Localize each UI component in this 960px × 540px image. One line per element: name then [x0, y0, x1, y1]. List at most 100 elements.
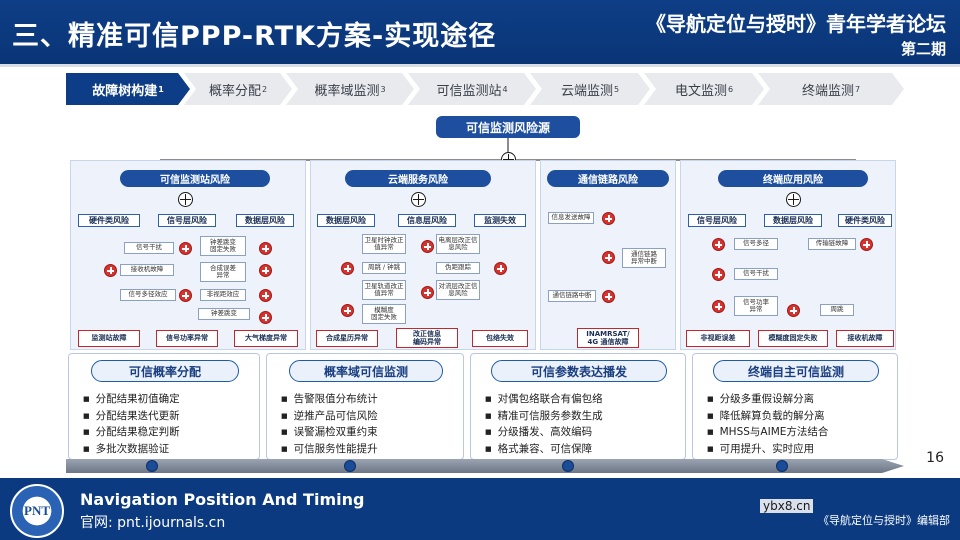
list-item: 可用提升、实时应用 — [707, 442, 828, 459]
list-item: 分级多重假设解分离 — [707, 392, 828, 409]
card-list: 告警限值分布统计 逆推产品可信风险 误警漏检双重约束 可信服务性能提升 — [281, 392, 378, 458]
leaf-comm-fault: INAMRSAT/ 4G 通信故障 — [577, 328, 639, 348]
event-cycle-slip: 钟差跳变 — [198, 308, 250, 320]
tab-label: 云端监测 — [560, 83, 613, 99]
panel-terminal — [680, 160, 896, 350]
leaf-synthetic-ephemeris: 合成星历异常 — [316, 330, 378, 347]
or-gate-icon — [179, 242, 192, 255]
event-orbit-correction: 卫星轨道改正值异常 — [362, 280, 406, 300]
leaf-nlos-error: 非视距误差 — [686, 330, 750, 347]
list-item: 分配结果迭代更新 — [83, 409, 180, 426]
timeline-dot — [146, 460, 158, 472]
or-gate-icon — [259, 264, 272, 277]
event-link-interrupt: 通信链路 异常中断 — [622, 248, 666, 268]
timeline-dot — [776, 460, 788, 472]
or-gate-icon — [259, 242, 272, 255]
node-signal-risk: 信号层风险 — [158, 214, 216, 227]
tab-number: 6 — [727, 84, 734, 94]
or-gate-icon — [494, 262, 507, 275]
panel-cloud — [310, 160, 536, 350]
leaf-station-fault: 监测站故障 — [78, 330, 140, 347]
list-item: 可信服务性能提升 — [281, 442, 378, 459]
or-gate-icon — [602, 212, 615, 225]
card-list: 分级多重假设解分离 降低解算负载的解分离 MHSS与AIME方法结合 可用提升、… — [707, 392, 829, 459]
event-receiver-fault: 接收机故障 — [120, 264, 174, 276]
event-ambiguity-fail: 钟差跳变 固定失败 — [200, 236, 246, 256]
list-item: 格式兼容、可信保障 — [485, 442, 603, 459]
list-item: 多批次数据验证 — [83, 442, 180, 459]
and-gate-icon — [786, 192, 801, 207]
timeline-dot — [562, 460, 574, 472]
tab-number: 2 — [261, 84, 268, 94]
tab-number: 3 — [380, 84, 386, 94]
card-terminal-monitoring: 终端自主可信监测 分级多重假设解分离 降低解算负载的解分离 MHSS与AIME方… — [692, 353, 898, 460]
list-item: 告警限值分布统计 — [281, 392, 378, 409]
node-monitor-failure: 监测失效 — [474, 214, 526, 227]
timeline-arrow — [66, 459, 904, 473]
event-cycle-slip: 周跳 / 钟跳 — [362, 262, 406, 274]
root-risk-source: 可信监测风险源 — [436, 116, 580, 138]
leaf-envelope-failure: 包络失效 — [472, 330, 528, 347]
list-item: 误警漏检双重约束 — [281, 425, 378, 442]
event-transmission-fault: 传输链故障 — [808, 238, 856, 250]
pnt-logo-text: PNT — [24, 503, 50, 518]
category-terminal-risk: 终端应用风险 — [718, 170, 868, 187]
pnt-logo — [10, 484, 64, 538]
or-gate-icon — [860, 238, 873, 251]
forum-name: 《导航定位与授时》青年学者论坛 — [646, 12, 946, 36]
tab-label: 故障树构建 — [92, 83, 158, 99]
event-multipath: 信号多径效应 — [120, 289, 176, 301]
or-gate-icon — [104, 264, 117, 277]
journal-website[interactable]: 官网: pnt.ijournals.cn — [80, 515, 226, 531]
node-info-risk: 信息层风险 — [398, 214, 456, 227]
event-info-send-fault: 信息发送故障 — [548, 212, 594, 224]
list-item: MHSS与AIME方法结合 — [707, 425, 829, 442]
and-gate-icon — [178, 192, 193, 207]
or-gate-icon — [421, 240, 434, 253]
tab-label: 概率域监测 — [314, 83, 380, 99]
or-gate-icon — [179, 289, 192, 302]
or-gate-icon — [602, 290, 615, 303]
card-probability-domain: 概率域可信监测 告警限值分布统计 逆推产品可信风险 误警漏检双重约束 可信服务性… — [266, 353, 464, 460]
node-data-risk: 数据层风险 — [317, 214, 375, 227]
leaf-atmospheric-gradient: 大气梯度异常 — [234, 330, 298, 347]
leaf-correction-encoding: 改正信息 编码异常 — [396, 328, 458, 348]
list-item: 精准可信服务参数生成 — [485, 409, 603, 426]
card-title: 可信概率分配 — [91, 360, 239, 382]
leaf-signal-power-abnormal: 信号功率异常 — [156, 330, 218, 347]
watermark: ybx8.cn — [760, 499, 814, 513]
or-gate-icon — [787, 304, 800, 317]
header-bar: 三、精准可信PPP-RTK方案-实现途径 《导航定位与授时》青年学者论坛 第二期 — [0, 0, 960, 67]
tab-label: 终端监测 — [801, 83, 854, 99]
tab-number: 4 — [502, 84, 508, 94]
timeline-dot — [344, 460, 356, 472]
event-signal-interference: 信号干扰 — [734, 268, 778, 280]
editorial-office: 《导航定位与授时》编辑部 — [818, 514, 950, 527]
or-gate-icon — [341, 262, 354, 275]
or-gate-icon — [259, 289, 272, 302]
and-gate-icon — [411, 192, 426, 207]
event-multipath: 信号多径 — [734, 238, 778, 250]
card-probability-allocation: 可信概率分配 分配结果初值确定 分配结果迭代更新 分配结果稳定判断 多批次数据验… — [68, 353, 260, 460]
or-gate-icon — [341, 304, 354, 317]
node-hardware-risk: 硬件类风险 — [838, 214, 892, 227]
list-item: 分配结果稳定判断 — [83, 425, 180, 442]
list-item: 对偶包络联合有偏包络 — [485, 392, 603, 409]
tab-number: 7 — [854, 84, 861, 94]
event-clock-correction: 卫星时钟改正值异常 — [362, 234, 406, 254]
or-gate-icon — [259, 311, 272, 324]
event-synthetic-error: 合成误差 异常 — [200, 262, 246, 282]
tab-label: 电文监测 — [674, 83, 727, 99]
card-parameter-broadcast: 可信参数表达播发 对偶包络联合有偏包络 精准可信服务参数生成 分级播发、高效编码… — [470, 353, 686, 460]
list-item: 分配结果初值确定 — [83, 392, 180, 409]
or-gate-icon — [421, 286, 434, 299]
event-signal-power: 信号功率 异常 — [734, 296, 778, 316]
